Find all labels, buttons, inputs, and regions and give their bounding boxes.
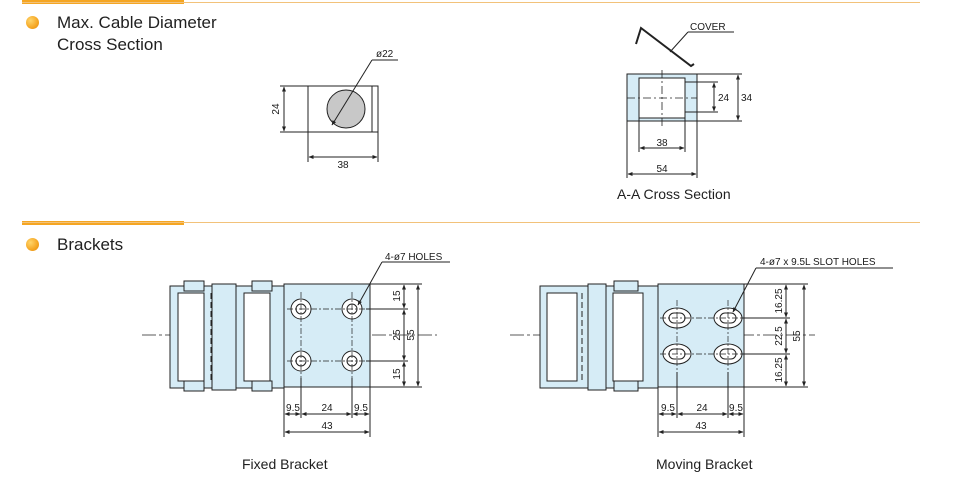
moving-w-right: 9.5 xyxy=(729,403,743,414)
moving-dim-bot: 16.25 xyxy=(774,357,785,382)
fixed-bracket-caption: Fixed Bracket xyxy=(242,456,328,472)
moving-holes-label: 4-ø7 x 9.5L SLOT HOLES xyxy=(760,257,876,268)
aa-outer-height-label: 34 xyxy=(741,93,753,104)
cable-height-label: 24 xyxy=(271,103,282,115)
fixed-holes-label: 4-ø7 HOLES xyxy=(385,252,443,263)
moving-bracket-caption: Moving Bracket xyxy=(656,456,753,472)
aa-section-caption: A-A Cross Section xyxy=(617,186,731,202)
fixed-dim-bot: 15 xyxy=(392,368,403,380)
aa-outer-width-label: 54 xyxy=(656,164,668,175)
cable-circle xyxy=(326,89,366,129)
moving-w-total: 43 xyxy=(695,421,707,432)
cable-cross-section-drawing xyxy=(280,59,398,162)
moving-w-left: 9.5 xyxy=(661,403,675,414)
fixed-dim-mid: 25 xyxy=(392,329,403,341)
fixed-w-right: 9.5 xyxy=(354,403,368,414)
cable-width-label: 38 xyxy=(337,160,349,171)
fixed-dim-top: 15 xyxy=(392,290,403,302)
section-rule-top xyxy=(22,2,920,3)
fixed-dim-total: 55 xyxy=(406,329,417,341)
section-rule-brackets xyxy=(22,222,920,223)
moving-bracket-drawing xyxy=(510,267,893,437)
section-title-line1: Max. Cable Diameter xyxy=(57,13,217,32)
section-bullet-icon xyxy=(26,16,39,29)
section-title-cable: Max. Cable Diameter Cross Section xyxy=(57,12,217,56)
fixed-w-left: 9.5 xyxy=(286,403,300,414)
aa-inner-height-label: 24 xyxy=(718,93,730,104)
aa-cover-label: COVER xyxy=(690,22,726,33)
moving-dim-top: 16.25 xyxy=(774,288,785,313)
section-accent-bar-brackets xyxy=(22,221,184,225)
aa-inner-width-label: 38 xyxy=(656,138,668,149)
fixed-w-total: 43 xyxy=(321,421,333,432)
moving-w-mid: 24 xyxy=(696,403,708,414)
moving-dim-mid: 22.5 xyxy=(774,326,785,346)
fixed-w-mid: 24 xyxy=(321,403,333,414)
aa-cross-section-drawing xyxy=(626,26,742,178)
section-title-brackets: Brackets xyxy=(57,235,124,254)
section-title-line2: Cross Section xyxy=(57,35,163,54)
fixed-bracket-drawing xyxy=(142,261,450,437)
moving-dim-total: 55 xyxy=(792,330,803,342)
section-bullet-icon xyxy=(26,238,39,251)
cable-dia-label: ø22 xyxy=(376,49,394,60)
